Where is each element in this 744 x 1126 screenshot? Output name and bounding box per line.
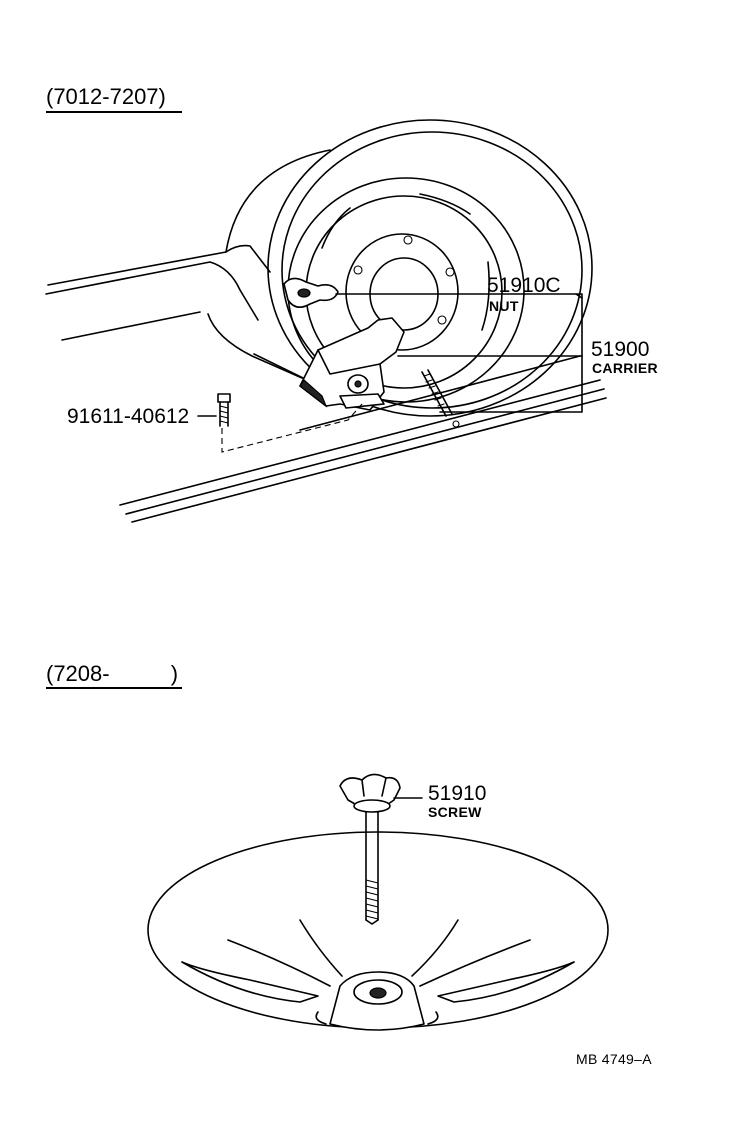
callout-carrier: 51900 CARRIER [591, 338, 658, 376]
nut-part-name: NUT [489, 298, 519, 314]
bolt-part-number: 91611-40612 [67, 405, 189, 428]
floor-panel-edge [47, 244, 271, 286]
section-2-range-label: (7208- ) [46, 661, 178, 686]
spare-tire-outer-2 [281, 131, 583, 409]
screw-part-name: SCREW [428, 804, 482, 820]
tire-well-rib-left-2 [227, 939, 331, 987]
screw-part-number: 51910 [428, 782, 486, 805]
tire-well-rib-center-right [411, 919, 459, 977]
screw-51910 [339, 773, 401, 925]
sill-rail-2 [125, 388, 605, 515]
tire-well-rib-left [181, 961, 319, 1003]
lug-hole-3 [437, 315, 447, 325]
carrier-part-number: 51900 [591, 338, 649, 361]
sill-rail-1 [119, 379, 601, 506]
rod-hook [452, 420, 460, 428]
tire-well-rib-right-2 [419, 939, 531, 987]
nut-part-number: 51910C [487, 274, 561, 297]
wing-nut-51910c [283, 277, 339, 308]
carrier-rod [421, 369, 460, 428]
carrier-part-name: CARRIER [592, 360, 658, 376]
callout-bolt: 91611-40612 [67, 405, 189, 428]
wheel-well-arc [225, 149, 331, 253]
callout-nut: 51910C NUT [487, 274, 561, 314]
section-1-illustration [45, 119, 607, 523]
floor-panel-edge-lower [45, 261, 259, 321]
rim-slot-right [481, 261, 490, 331]
lug-hole-1 [403, 235, 413, 245]
callout-screw: 51910 SCREW [428, 782, 486, 820]
bolt-91611-40612 [217, 393, 231, 427]
floor-contour [207, 313, 303, 379]
figure-code: MB 4749–A [576, 1051, 652, 1067]
bolt-install-path [221, 403, 363, 453]
tire-well-rib-center-left [299, 919, 343, 977]
tire-well-rib-right [437, 961, 575, 1003]
rim-slot-top [419, 193, 471, 215]
section-2-header: (7208- ) [46, 661, 182, 689]
screw-boss [315, 971, 439, 1031]
lug-hole-4 [445, 267, 455, 277]
rim-slot-left [321, 207, 351, 249]
wheel-hub [345, 233, 459, 351]
section-1-header: (7012-7207) [46, 84, 182, 113]
sill-rail-3 [131, 397, 607, 523]
rear-sill-line [61, 311, 201, 341]
section-2-illustration [147, 773, 609, 1031]
carrier-bracket-brace [439, 293, 583, 413]
spare-tire-outer [267, 119, 593, 417]
section-1-range-label: (7012-7207) [46, 84, 166, 109]
carrier-51900 [299, 317, 405, 411]
lug-hole-2 [353, 265, 363, 275]
